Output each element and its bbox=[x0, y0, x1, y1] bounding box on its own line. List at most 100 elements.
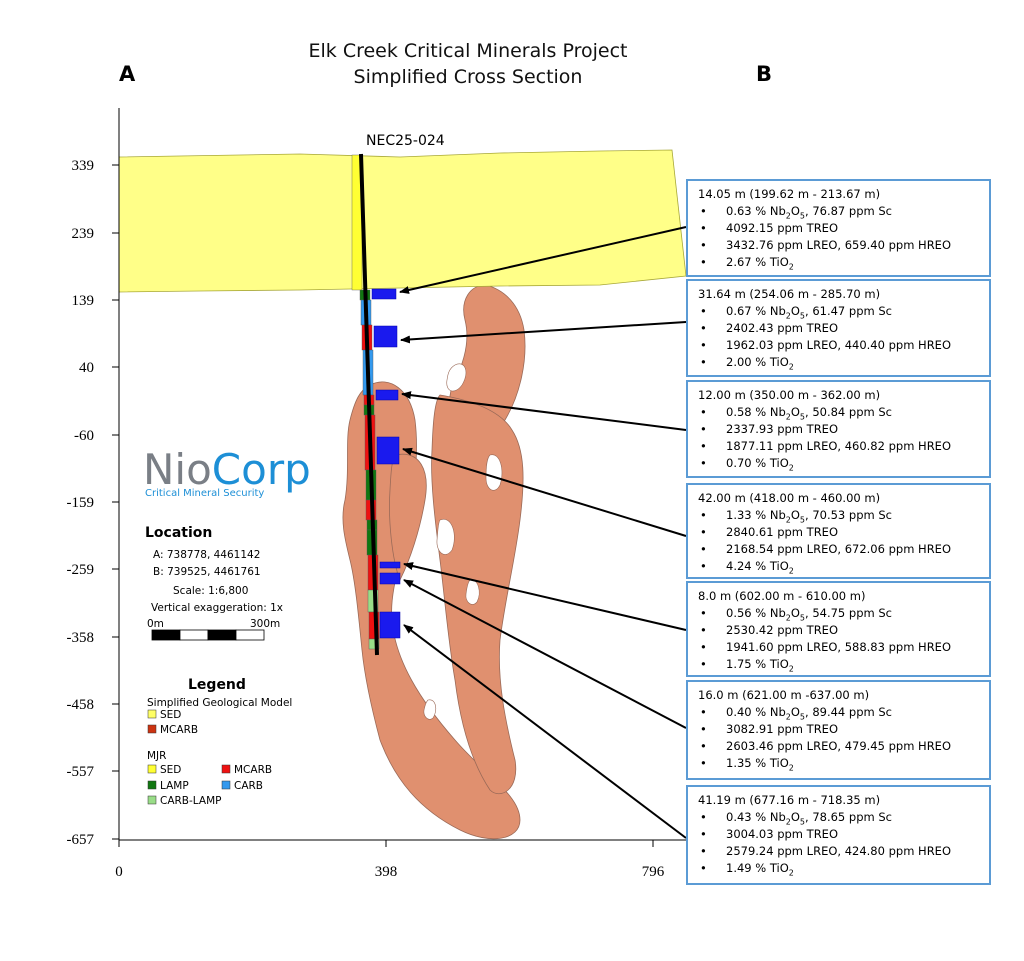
y-tick-label: 339 bbox=[72, 158, 95, 174]
interval-7 bbox=[379, 611, 401, 639]
grade-lreo-hreo: 2168.54 ppm LREO, 672.06 ppm HREO bbox=[700, 541, 989, 558]
niocorp-logo: NioCorp Critical Mineral Security bbox=[143, 445, 311, 499]
sc-value: 76.87 bbox=[812, 204, 846, 218]
nb-value: 0.63 bbox=[726, 204, 752, 218]
sc-value: 54.75 bbox=[812, 606, 846, 620]
location-a: A: 738778, 4461142 bbox=[153, 549, 260, 561]
intercept-list: 0.67 % Nb2O5, 61.47 ppm Sc2402.43 ppm TR… bbox=[698, 303, 989, 371]
intercept-header: 16.0 m (621.00 m -637.00 m) bbox=[698, 688, 870, 702]
grade-lreo-hreo: 2603.46 ppm LREO, 479.45 ppm HREO bbox=[700, 738, 989, 755]
sc-value: 78.65 bbox=[812, 810, 846, 824]
arrow-2 bbox=[400, 321, 687, 344]
legend-swatch bbox=[147, 764, 157, 774]
grade-treo: 3082.91 ppm TREO bbox=[700, 721, 989, 738]
intercept-box-3: 12.00 m (350.00 m - 362.00 m)0.58 % Nb2O… bbox=[686, 380, 991, 478]
intercept-list: 0.40 % Nb2O5, 89.44 ppm Sc3082.91 ppm TR… bbox=[698, 704, 989, 772]
nb-value: 0.58 bbox=[726, 405, 752, 419]
scale-bar-end: 300m bbox=[250, 618, 280, 630]
scale-text: Scale: 1:6,800 bbox=[173, 585, 248, 597]
grade-treo: 2840.61 ppm TREO bbox=[700, 524, 989, 541]
scale-bar-start: 0m bbox=[147, 618, 164, 630]
intercept-list: 0.63 % Nb2O5, 76.87 ppm Sc4092.15 ppm TR… bbox=[698, 203, 989, 271]
y-tick-label: -358 bbox=[67, 630, 95, 646]
grade-tio2: 1.35 % TiO2 bbox=[700, 755, 989, 772]
legend-label: MCARB bbox=[234, 764, 272, 776]
y-tick-label: -458 bbox=[67, 697, 95, 713]
legend-label: LAMP bbox=[160, 780, 189, 792]
arrow-1 bbox=[399, 226, 687, 294]
legend-swatch bbox=[147, 724, 157, 734]
interval-4 bbox=[376, 436, 400, 465]
legend-swatch bbox=[147, 709, 157, 719]
intercept-header: 12.00 m (350.00 m - 362.00 m) bbox=[698, 388, 881, 402]
y-tick-label: -60 bbox=[74, 428, 94, 444]
grade-nb-sc: 0.63 % Nb2O5, 76.87 ppm Sc bbox=[700, 203, 989, 220]
intercept-header: 31.64 m (254.06 m - 285.70 m) bbox=[698, 287, 881, 301]
legend-model-heading: Simplified Geological Model bbox=[147, 697, 292, 709]
arrow-6 bbox=[403, 579, 687, 729]
tio-value: 2.67 bbox=[726, 255, 752, 269]
grade-nb-sc: 0.40 % Nb2O5, 89.44 ppm Sc bbox=[700, 704, 989, 721]
arrow-7 bbox=[403, 624, 687, 839]
x-tick-label: 398 bbox=[375, 864, 398, 880]
nb-value: 1.33 bbox=[726, 508, 752, 522]
body-gaps bbox=[423, 363, 503, 720]
intercept-list: 0.56 % Nb2O5, 54.75 ppm Sc2530.42 ppm TR… bbox=[698, 605, 989, 673]
intercept-box-4: 42.00 m (418.00 m - 460.00 m)1.33 % Nb2O… bbox=[686, 483, 991, 579]
interval-5 bbox=[379, 561, 401, 569]
y-tick-label: -657 bbox=[67, 832, 95, 848]
panel-b-label: B bbox=[756, 62, 773, 86]
legend-label: CARB bbox=[234, 780, 263, 792]
x-tick-label: 0 bbox=[115, 864, 123, 880]
sc-value: 61.47 bbox=[812, 304, 846, 318]
intercept-header: 14.05 m (199.62 m - 213.67 m) bbox=[698, 187, 881, 201]
sc-value: 89.44 bbox=[812, 705, 846, 719]
y-tick-label: 239 bbox=[72, 226, 95, 242]
intercept-list: 0.43 % Nb2O5, 78.65 ppm Sc3004.03 ppm TR… bbox=[698, 809, 989, 877]
grade-treo: 4092.15 ppm TREO bbox=[700, 220, 989, 237]
intercept-header: 8.0 m (602.00 m - 610.00 m) bbox=[698, 589, 866, 603]
drillhole-trace bbox=[359, 153, 379, 656]
title-line-1: Elk Creek Critical Minerals Project bbox=[308, 40, 628, 62]
sc-value: 50.84 bbox=[812, 405, 846, 419]
logo-nio: Nio bbox=[143, 445, 212, 494]
grade-treo: 2402.43 ppm TREO bbox=[700, 320, 989, 337]
y-tick-label: 139 bbox=[72, 293, 95, 309]
tio-value: 1.75 bbox=[726, 657, 752, 671]
grade-treo: 2337.93 ppm TREO bbox=[700, 421, 989, 438]
intercept-box-6: 16.0 m (621.00 m -637.00 m) 0.40 % Nb2O5,… bbox=[686, 680, 991, 780]
arrow-3 bbox=[401, 391, 687, 431]
tio-value: 1.49 bbox=[726, 861, 752, 875]
legend-label: CARB-LAMP bbox=[160, 795, 221, 807]
diagram-title: Elk Creek Critical Minerals Project Simp… bbox=[268, 38, 668, 90]
x-tick-label: 796 bbox=[642, 864, 665, 880]
interval-3 bbox=[375, 389, 399, 401]
legend-heading: Legend bbox=[188, 677, 246, 693]
grade-lreo-hreo: 2579.24 ppm LREO, 424.80 ppm HREO bbox=[700, 843, 989, 860]
x-axis-ticks: 0 398 796 bbox=[115, 840, 665, 880]
scale-bar bbox=[151, 629, 265, 641]
legend-label: SED bbox=[160, 764, 181, 776]
grade-tio2: 0.70 % TiO2 bbox=[700, 455, 989, 472]
vertical-exaggeration: Vertical exaggeration: 1x bbox=[151, 602, 283, 614]
nb-value: 0.67 bbox=[726, 304, 752, 318]
logo-tagline: Critical Mineral Security bbox=[145, 488, 264, 499]
legend-swatch bbox=[221, 764, 231, 774]
y-tick-label: 40 bbox=[79, 360, 94, 376]
legend-mjr-items: SED MCARB LAMP CARB CARB-LAMP bbox=[147, 764, 272, 807]
svg-text:NioCorp: NioCorp bbox=[143, 445, 311, 494]
tio-value: 1.35 bbox=[726, 756, 752, 770]
drillhole-label: NEC25-024 bbox=[366, 133, 445, 149]
y-tick-label: -159 bbox=[67, 495, 95, 511]
sc-value: 70.53 bbox=[812, 508, 846, 522]
intercept-header: 41.19 m (677.16 m - 718.35 m) bbox=[698, 793, 881, 807]
grade-nb-sc: 1.33 % Nb2O5, 70.53 ppm Sc bbox=[700, 507, 989, 524]
y-tick-label: -557 bbox=[67, 764, 95, 780]
grade-treo: 3004.03 ppm TREO bbox=[700, 826, 989, 843]
interval-1 bbox=[371, 288, 397, 300]
intercept-box-2: 31.64 m (254.06 m - 285.70 m) 0.67 % Nb2O… bbox=[686, 279, 991, 377]
nb-value: 0.40 bbox=[726, 705, 752, 719]
grade-lreo-hreo: 1941.60 ppm LREO, 588.83 ppm HREO bbox=[700, 639, 989, 656]
